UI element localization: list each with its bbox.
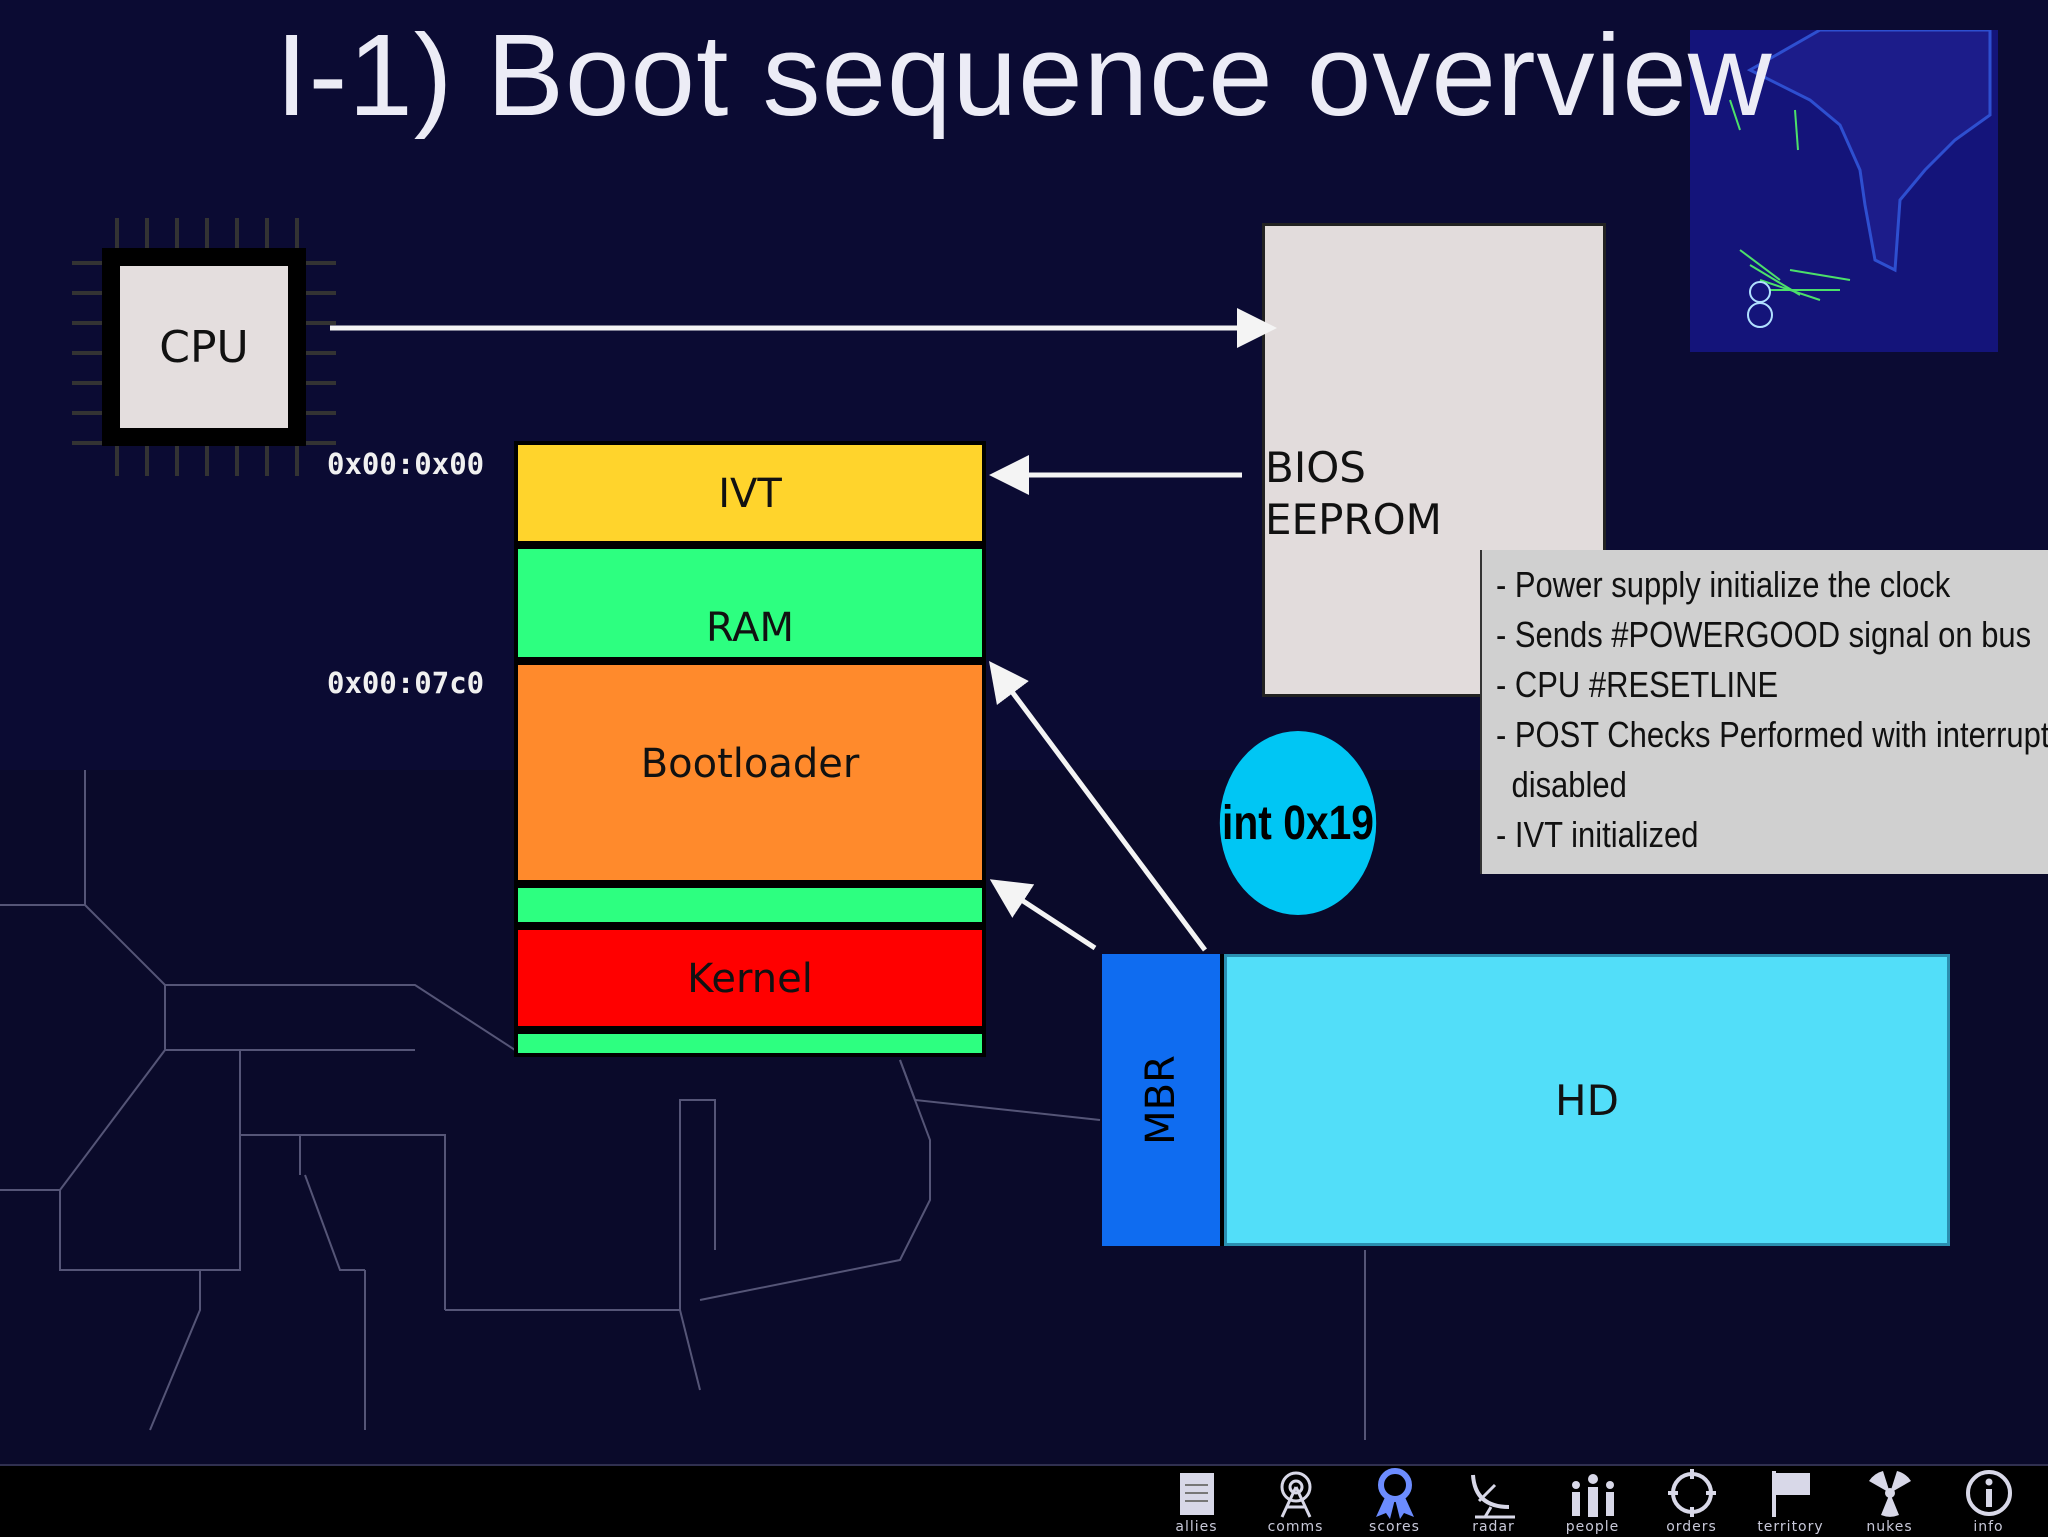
crosshair-icon [1667,1469,1716,1517]
eeprom-label: EEPROM [1265,495,1442,544]
people-icon [1571,1474,1614,1517]
dock: allies comms scores radar people orders … [1147,1458,2038,1535]
dock-label: orders [1666,1519,1717,1535]
dock-item-scores[interactable]: scores [1345,1458,1444,1535]
dock-item-info[interactable]: info [1939,1458,2038,1535]
dock-item-nukes[interactable]: nukes [1840,1458,1939,1535]
dock-label: territory [1757,1519,1824,1535]
dock-label: allies [1175,1519,1218,1535]
dock-item-territory[interactable]: territory [1741,1458,1840,1535]
dock-label: scores [1369,1519,1420,1535]
memory-ram-bottom [514,1030,986,1057]
memory-ram-gap [514,884,986,926]
memory-ivt: IVT [514,441,986,545]
document-icon [1179,1473,1214,1515]
note-item: - IVT initialized [1496,814,1699,855]
interrupt-badge: int 0x19 [1219,731,1377,915]
dock-item-radar[interactable]: radar [1444,1458,1543,1535]
ram-label: RAM [705,605,795,651]
ribbon-icon [1375,1468,1414,1519]
note-item: - Power supply initialize the clock [1496,564,1951,605]
mbr-label: MBR [1138,1055,1184,1145]
memory-bootloader: Bootloader [514,661,986,884]
minimap-image [1690,30,1998,352]
mbr-block: MBR [1102,954,1224,1246]
notes-box: - Power supply initialize the clock - Se… [1480,550,2048,874]
dock-label: people [1565,1519,1620,1535]
cpu-box: CPU [120,266,288,428]
bottom-bar [0,1464,2048,1537]
slide-title: I-1) Boot sequence overview [275,10,1773,140]
dock-item-orders[interactable]: orders [1642,1458,1741,1535]
dock-item-people[interactable]: people [1543,1458,1642,1535]
note-item: - CPU #RESETLINE [1496,664,1779,705]
memory-kernel: Kernel [514,926,986,1030]
note-item: - Sends #POWERGOOD signal on bus [1496,614,2032,655]
note-item: disabled [1511,764,1627,805]
memory-ram: RAM [514,545,986,661]
note-item: - POST Checks Performed with interrupts [1496,714,2048,755]
radar-dish-icon [1470,1474,1515,1519]
dock-label: radar [1472,1519,1515,1535]
radiation-icon [1868,1471,1911,1517]
hd-block: HD [1224,954,1950,1246]
address-bootloader: 0x00:07c0 [327,666,485,700]
bios-label: BIOS [1265,443,1366,492]
info-icon [1965,1470,2012,1516]
dock-label: info [1973,1519,2004,1535]
dock-label: nukes [1866,1519,1913,1535]
ivt-label: IVT [718,471,782,517]
antenna-icon [1280,1471,1311,1518]
dock-label: comms [1267,1519,1324,1535]
address-ivt: 0x00:0x00 [327,447,485,481]
flag-icon [1771,1471,1810,1517]
dock-item-comms[interactable]: comms [1246,1458,1345,1535]
bootloader-label: Bootloader [640,741,860,787]
dock-item-allies[interactable]: allies [1147,1458,1246,1535]
kernel-label: Kernel [687,956,813,1002]
